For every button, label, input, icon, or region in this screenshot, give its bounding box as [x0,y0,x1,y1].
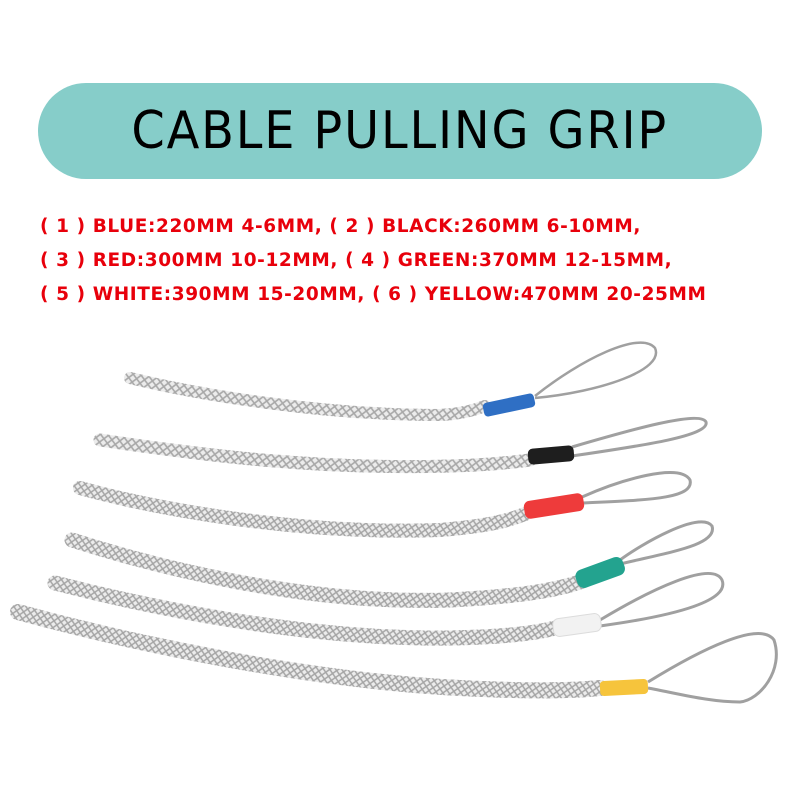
green-sleeve [575,556,625,588]
page-title: CABLE PULLING GRIP [131,101,669,161]
grip-blue [124,341,658,422]
spec-line-1: ( 1 ) BLUE:220MM 4-6MM, ( 2 ) BLACK:260M… [40,216,642,237]
yellow-sleeve [599,678,649,697]
grip-white [47,572,725,646]
black-sleeve [527,445,575,465]
spec-list: ( 1 ) BLUE:220MM 4-6MM, ( 2 ) BLACK:260M… [40,210,780,312]
spec-line-2: ( 3 ) RED:300MM 10-12MM, ( 4 ) GREEN:370… [40,250,673,271]
title-banner: CABLE PULLING GRIP [38,83,762,179]
white-sleeve [552,613,602,637]
red-sleeve [523,493,585,519]
cable-grips-illustration [0,330,800,800]
grip-yellow [10,604,778,704]
grip-black [93,416,708,474]
grip-green [64,520,714,608]
spec-line-3: ( 5 ) WHITE:390MM 15-20MM, ( 6 ) YELLOW:… [40,284,707,305]
grip-red [73,471,692,538]
blue-sleeve [482,393,536,417]
